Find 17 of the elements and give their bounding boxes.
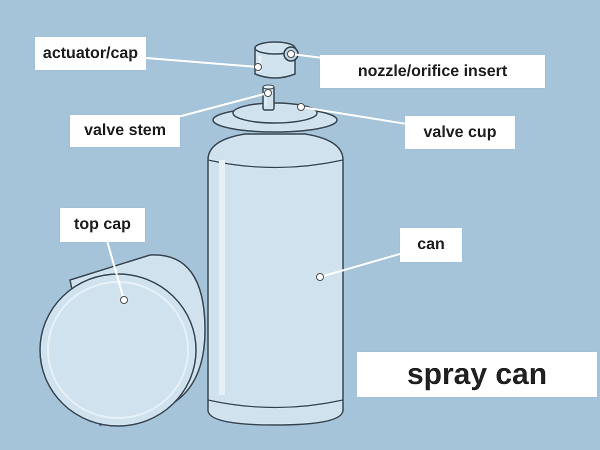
part-label: valve stem: [70, 115, 180, 147]
nozzle-drawing: [283, 46, 299, 62]
part-label: top cap: [60, 208, 145, 242]
leader-line: [297, 103, 406, 125]
can-body-drawing: [207, 133, 344, 426]
leader-line: [180, 89, 272, 118]
top-cap-drawing: [39, 254, 206, 427]
leader-line: [287, 50, 320, 59]
part-label: valve cup: [405, 116, 515, 149]
part-label: actuator/cap: [35, 37, 146, 70]
valve-cup-drawing: [212, 102, 338, 133]
leader-line: [106, 242, 128, 304]
leader-line: [316, 252, 400, 281]
part-label: can: [400, 228, 462, 262]
part-label: nozzle/orifice insert: [320, 55, 545, 88]
leader-line: [146, 56, 262, 71]
title: spray can: [357, 352, 597, 397]
